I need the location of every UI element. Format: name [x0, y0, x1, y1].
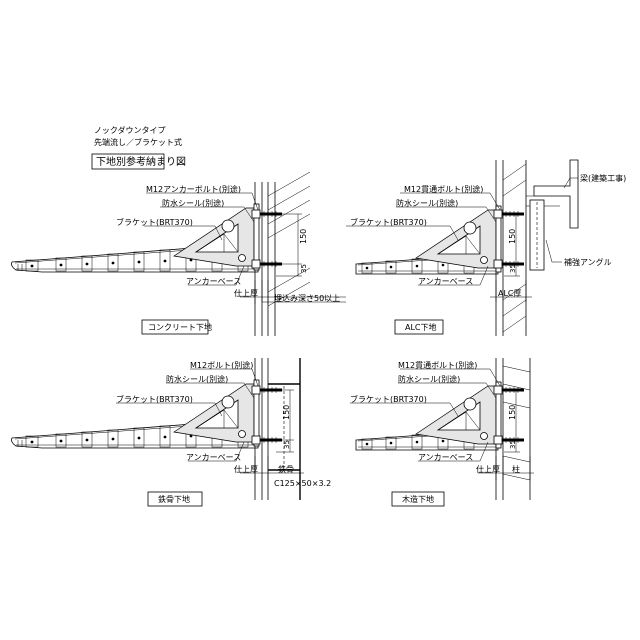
panel-steel: 150 35 M12ボルト(別途) 防水シール(別途) ブラケット(BRT370…: [11, 358, 331, 507]
alc-reinforcing-angle-label: 補強アングル: [564, 257, 612, 267]
wood-caption: 木造下地: [402, 494, 434, 504]
alc-through-bolt-label: M12貫通ボルト(別途): [404, 184, 483, 194]
wood-bracket-label: ブラケット(BRT370): [350, 394, 427, 404]
panel-wood: 150 35 M12貫通ボルト(別途) 防水シール(別途) ブラケット(BRT3…: [350, 358, 534, 507]
alc-caption: ALC下地: [405, 322, 437, 332]
wood-anchor-base-label: アンカーベース: [418, 453, 473, 462]
concrete-caption-box: [141, 319, 209, 335]
concrete-dim-150: 150: [299, 229, 308, 244]
alc-building-beam-label: 梁(建築工事): [580, 173, 626, 183]
steel-dim-150: 150: [282, 405, 291, 420]
concrete-seal-label: 防水シール(別途): [162, 198, 224, 208]
wood-through-bolt-label: M12貫通ボルト(別途): [398, 360, 477, 370]
concrete-embed-depth-label: 埋込み深さ50以上: [274, 293, 340, 303]
alc-anchor-base-label: アンカーベース: [418, 277, 473, 286]
alc-leaders: [346, 177, 578, 286]
alc-seal-label: 防水シール(別途): [396, 198, 458, 208]
steel-anchor-base-label: アンカーベース: [186, 453, 241, 462]
alc-dim-35: 35: [509, 264, 517, 273]
concrete-dimensions: 150 35: [240, 213, 346, 304]
wood-seal-label: 防水シール(別途): [398, 374, 460, 384]
alc-bracket-label: ブラケット(BRT370): [350, 217, 427, 227]
steel-finish-thickness-label: 仕上厚: [234, 464, 258, 474]
wood-pillar-label: 柱: [512, 464, 520, 474]
wood-finish-thickness-label: 仕上厚: [476, 464, 500, 474]
concrete-leaders: [144, 192, 259, 286]
steel-caption-box: [147, 491, 203, 507]
type-line-2: 先端流し／ブラケット式: [94, 137, 182, 147]
type-line-1: ノックダウンタイプ: [94, 125, 166, 135]
panel-alc: 150 35 M12貫通ボルト(別途) 防水シール(別途) ブラケット(BRT3…: [346, 159, 626, 336]
concrete-wall: [254, 171, 311, 336]
wood-dimensions: 150 35: [478, 389, 534, 480]
concrete-caption: コンクリート下地: [148, 322, 212, 332]
concrete-finish-thickness-label: 仕上厚: [234, 288, 258, 298]
steel-bolt-label: M12ボルト(別途): [190, 360, 253, 370]
concrete-bracket: [173, 203, 260, 271]
concrete-bracket-label: ブラケット(BRT370): [116, 217, 193, 227]
steel-channel-size-label: C125×50×3.2: [274, 479, 331, 488]
steel-frame-label: 鉄骨: [278, 464, 294, 474]
steel-caption: 鉄骨下地: [158, 494, 190, 504]
header: ノックダウンタイプ 先端流し／ブラケット式 下地別参考納まり図: [91, 125, 186, 170]
alc-dimensions: 150 35: [490, 213, 532, 302]
alc-caption-box: [394, 319, 444, 335]
section-title-box: [91, 153, 165, 170]
steel-seal-label: 防水シール(別途): [166, 374, 228, 384]
concrete-anchor-bolt-label: M12アンカーボルト(別途): [146, 184, 241, 194]
steel-bracket: [173, 379, 260, 447]
section-title: 下地別参考納まり図: [96, 155, 186, 168]
wood-bracket: [415, 381, 502, 449]
concrete-dim-35: 35: [300, 264, 308, 273]
concrete-anchor-base-label: アンカーベース: [186, 277, 241, 286]
wood-dim-35: 35: [509, 440, 517, 449]
alc-dim-150: 150: [508, 229, 517, 244]
wood-leaders: [350, 368, 501, 462]
wood-caption-box: [391, 491, 445, 507]
steel-leaders: [116, 368, 259, 462]
panel-concrete: 150 35 M12アンカーボルト(別途) 防水シール(別途) ブラケット(BR…: [11, 171, 346, 336]
alc-thickness-label: ALC厚: [498, 289, 522, 298]
steel-dimensions: 150 35: [240, 389, 304, 480]
alc-bracket: [415, 205, 502, 273]
wood-dim-150: 150: [508, 405, 517, 420]
steel-dim-35: 35: [283, 440, 291, 449]
steel-bracket-label: ブラケット(BRT370): [116, 394, 193, 404]
alc-building-beam: [526, 159, 579, 271]
